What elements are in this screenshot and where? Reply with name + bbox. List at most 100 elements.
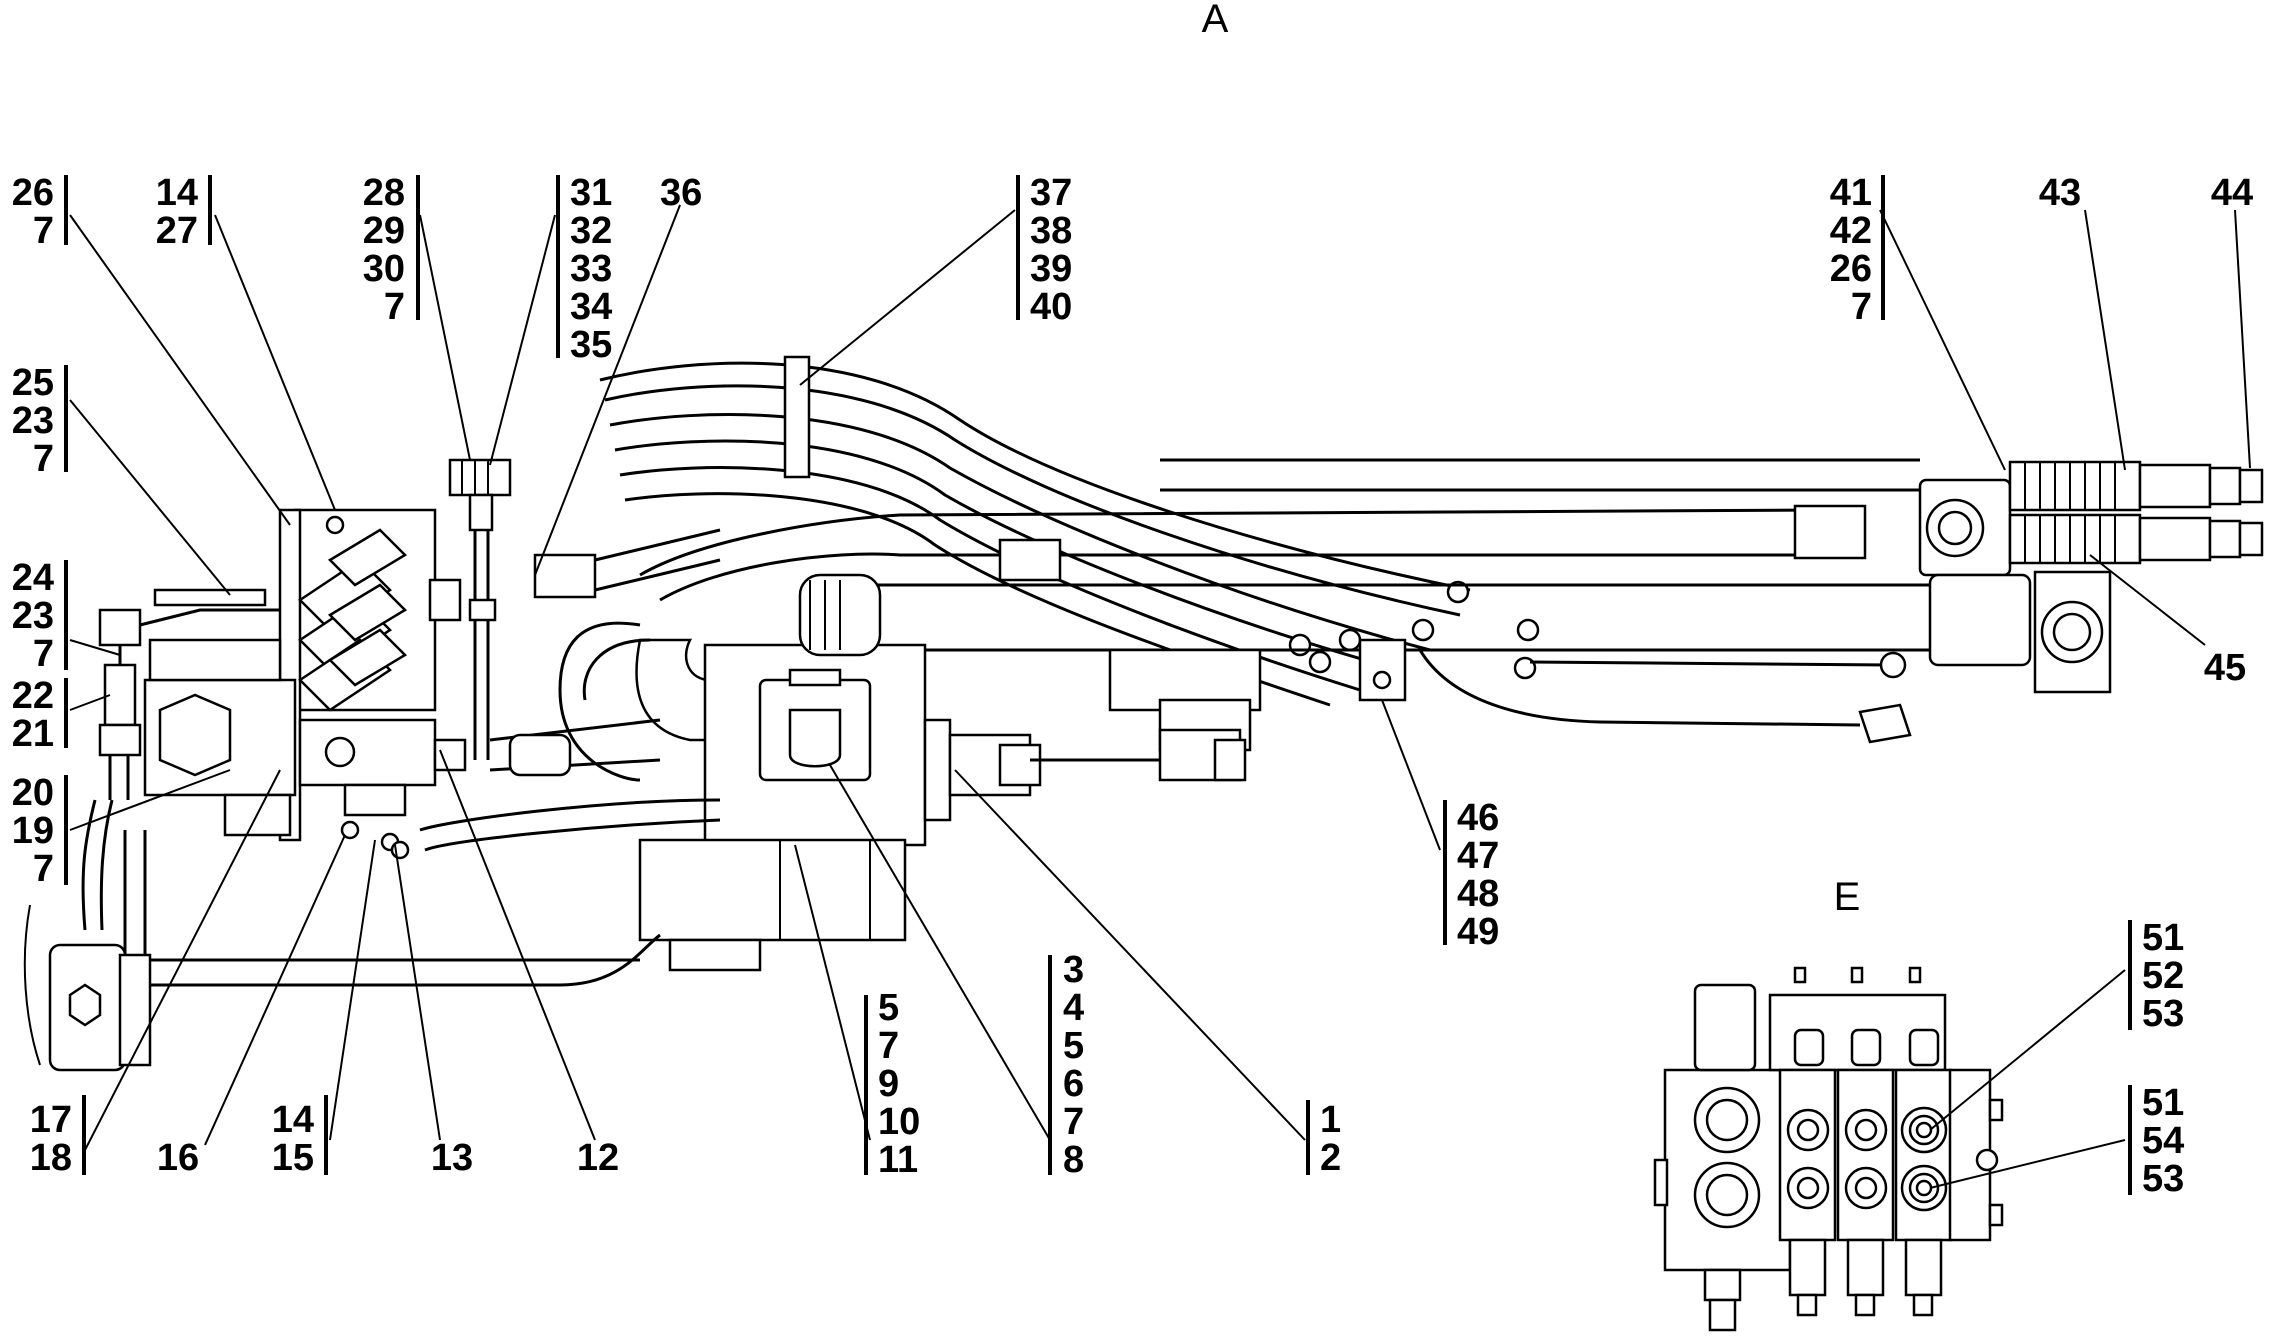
svg-text:40: 40 [1030,286,1072,328]
svg-text:4: 4 [1063,987,1084,1029]
svg-text:14: 14 [156,172,198,214]
hose-bracket-46 [1358,638,1407,702]
svg-text:53: 53 [2142,993,2184,1035]
svg-text:33: 33 [570,248,612,290]
callout-c25: 51 54 53 [2128,1082,2184,1200]
callout-c4: 31 32 33 34 35 [556,172,612,366]
svg-text:38: 38 [1030,210,1072,252]
corrugated-sleeve-43 [2008,460,2264,512]
callout-c16: 17 18 [30,1095,86,1179]
svg-text:26: 26 [12,172,54,214]
svg-text:11: 11 [878,1139,918,1181]
svg-text:6: 6 [1063,1063,1084,1105]
return-filter [23,799,661,1072]
svg-text:7: 7 [384,286,405,328]
top-fittings [419,458,721,852]
svg-text:17: 17 [30,1099,72,1141]
callout-c21: 5 7 9 10 11 [864,987,920,1181]
svg-text:26: 26 [1830,248,1872,290]
callout-c6: 37 38 39 40 [1016,172,1072,328]
svg-text:32: 32 [570,210,612,252]
svg-text:27: 27 [156,210,198,252]
svg-text:7: 7 [33,438,54,480]
svg-text:18: 18 [30,1137,72,1179]
motor-unit [638,838,907,942]
svg-text:48: 48 [1457,873,1499,915]
view-label-detail: E [1834,875,1861,919]
fitting-28 [448,458,512,497]
spool-sections [1768,966,2004,1317]
corrugated-sleeve-45 [2008,513,2264,565]
svg-text:16: 16 [157,1137,199,1179]
svg-text:30: 30 [363,248,405,290]
svg-text:5: 5 [1063,1025,1084,1067]
svg-text:23: 23 [12,400,54,442]
spool-section-3 [1894,1068,1953,1242]
svg-text:13: 13 [431,1137,473,1179]
svg-text:31: 31 [570,172,612,214]
svg-text:34: 34 [570,286,612,328]
svg-text:52: 52 [2142,955,2184,997]
svg-text:7: 7 [1851,286,1872,328]
view-label-main: A [1202,0,1229,41]
svg-text:15: 15 [272,1137,314,1179]
svg-text:2: 2 [1320,1137,1341,1179]
svg-text:9: 9 [878,1063,899,1105]
upper-hose-bundle [599,355,1540,707]
svg-text:53: 53 [2142,1158,2184,1200]
callout-c2: 14 27 [156,172,212,252]
svg-text:14: 14 [272,1099,314,1141]
svg-text:12: 12 [577,1137,619,1179]
callout-c22: 3 4 5 6 7 8 [1048,949,1084,1181]
svg-text:36: 36 [660,172,702,214]
spool-section-2 [1836,1068,1895,1242]
callout-c14: 45 [2204,647,2246,689]
svg-text:47: 47 [1457,835,1499,877]
svg-text:7: 7 [878,1025,899,1067]
svg-text:21: 21 [12,713,54,755]
svg-text:41: 41 [1830,172,1872,214]
leader-lines [69,204,2251,1189]
svg-text:3: 3 [1063,949,1084,991]
svg-text:10: 10 [878,1101,920,1143]
svg-text:49: 49 [1457,911,1499,953]
svg-text:46: 46 [1457,797,1499,839]
svg-text:8: 8 [1063,1139,1084,1181]
callout-c1: 26 7 [12,172,68,252]
callout-c24: 51 52 53 [2128,917,2184,1035]
callout-c23: 1 2 [1306,1099,1341,1179]
svg-text:5: 5 [878,987,899,1029]
svg-text:28: 28 [363,172,405,214]
valve-body [558,538,1262,972]
svg-text:23: 23 [12,595,54,637]
callout-c8: 43 [2039,172,2081,214]
long-pipes [639,458,2264,744]
svg-text:20: 20 [12,772,54,814]
svg-text:1: 1 [1320,1099,1341,1141]
svg-text:7: 7 [33,633,54,675]
svg-text:44: 44 [2211,172,2253,214]
svg-text:51: 51 [2142,917,2184,959]
svg-text:45: 45 [2204,647,2246,689]
callouts: 26 7 14 27 28 29 30 7 31 32 33 34 35 36 [12,172,2253,1200]
callout-c7: 41 42 26 7 [1830,172,1885,328]
svg-text:22: 22 [12,675,54,717]
callout-c15: 46 47 48 49 [1443,797,1499,953]
callout-c11: 24 23 7 [12,557,68,675]
callout-c12: 22 21 [12,675,68,755]
svg-text:54: 54 [2142,1120,2184,1162]
relief-valve [98,588,297,837]
svg-text:39: 39 [1030,248,1072,290]
svg-text:42: 42 [1830,210,1872,252]
spool-section-1 [1778,1068,1837,1242]
main-assembly [23,355,2264,1072]
svg-text:24: 24 [12,557,54,599]
svg-text:51: 51 [2142,1082,2184,1124]
svg-text:37: 37 [1030,172,1072,214]
detail-view-e [1653,966,2004,1332]
svg-text:7: 7 [33,210,54,252]
callout-c3: 28 29 30 7 [363,172,420,328]
distributor-block [278,508,467,860]
